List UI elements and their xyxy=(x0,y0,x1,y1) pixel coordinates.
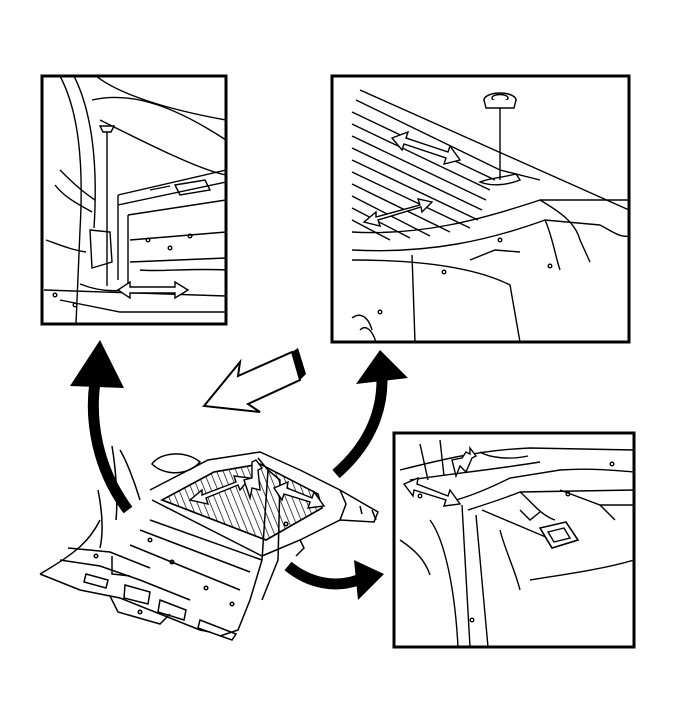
double-arrow-icon xyxy=(390,130,462,165)
callout-arrow-rear xyxy=(332,350,408,479)
arrow-down-icon xyxy=(243,459,264,501)
double-arrow-icon xyxy=(362,198,434,227)
underbody-floor-assembly xyxy=(39,445,379,641)
arrow-down-icon xyxy=(451,445,478,479)
double-arrow-icon xyxy=(116,280,190,300)
double-arrow-icon xyxy=(402,476,462,507)
grommet-icon xyxy=(483,92,517,109)
callout-arrow-front xyxy=(70,340,133,514)
detail-rear-floor xyxy=(330,74,631,344)
detail-front-floor xyxy=(40,74,228,326)
detail-rear-side xyxy=(392,431,636,649)
front-direction-arrow-icon xyxy=(202,348,306,413)
double-arrow-icon xyxy=(272,480,326,509)
callout-arrow-side xyxy=(284,560,384,600)
clip-icon xyxy=(538,521,580,549)
